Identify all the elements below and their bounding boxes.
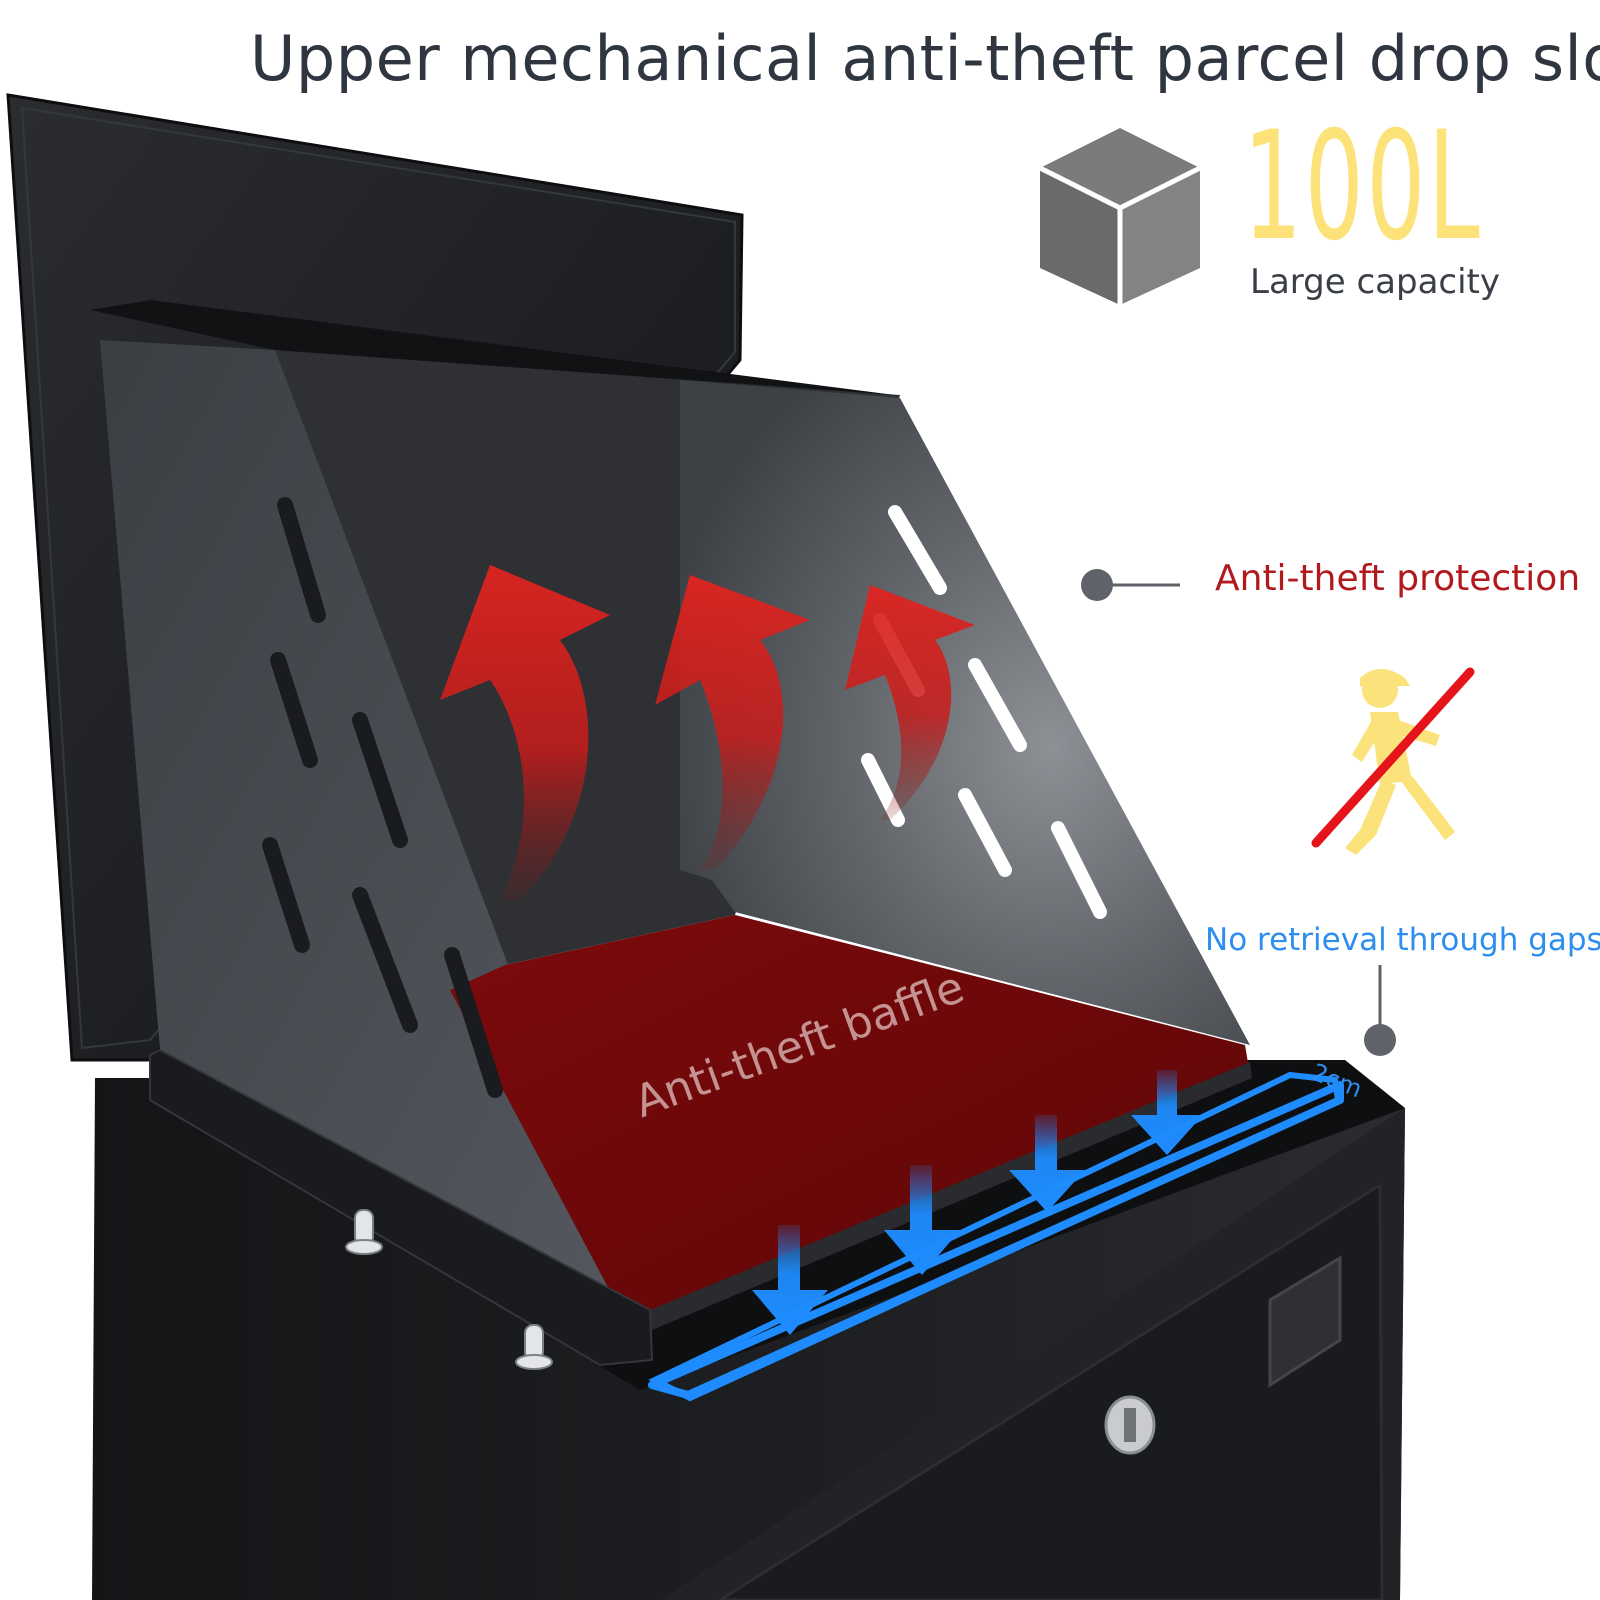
blue-down-arrows [752,1070,1203,1335]
cube-icon [1038,128,1202,305]
no-gap-retrieval-label: No retrieval through gaps [1205,922,1600,958]
mailbox-window [1268,1255,1342,1388]
anti-theft-baffle [450,915,1250,1310]
page-title: Upper mechanical anti-theft parcel drop … [250,22,1600,95]
capacity-value: 100L [1243,100,1483,274]
gap-connector [1364,965,1396,1056]
anti-theft-connector [1081,569,1180,601]
red-lift-arrows [440,565,975,900]
right-side-panel [680,380,1250,1045]
ventilation-slots-left [262,497,503,1098]
capacity-label: Large capacity [1250,262,1501,302]
lock-icon [1104,1395,1156,1455]
no-thief-icon [1311,667,1475,855]
rivets [345,1209,553,1370]
anti-theft-protection-label: Anti-theft protection [1215,558,1581,599]
